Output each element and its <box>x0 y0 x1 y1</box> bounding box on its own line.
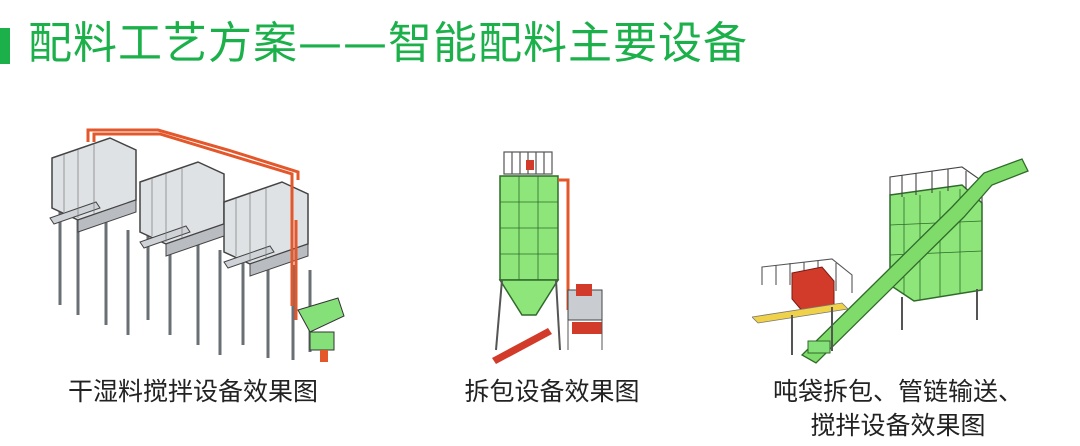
caption-tonbag-conveyor-line1: 吨袋拆包、管链输送、 <box>772 377 1023 406</box>
page-title: 配料工艺方案——智能配料主要设备 <box>28 18 748 69</box>
mixing-plant-illustration <box>49 128 345 362</box>
tonbag-conveyor-illustration <box>752 158 1029 364</box>
figure-unpacking-equipment <box>488 150 608 365</box>
figure-mixing-plant <box>48 120 348 370</box>
figure-tonbag-conveyor <box>752 155 1032 365</box>
title-accent-bar <box>0 28 10 64</box>
caption-tonbag-conveyor-line2: 搅拌设备效果图 <box>810 411 986 440</box>
unpacking-silo-illustration <box>492 151 603 364</box>
caption-unpacking-equipment: 拆包设备效果图 <box>464 377 640 406</box>
caption-mixing-plant: 干湿料搅拌设备效果图 <box>67 377 318 406</box>
